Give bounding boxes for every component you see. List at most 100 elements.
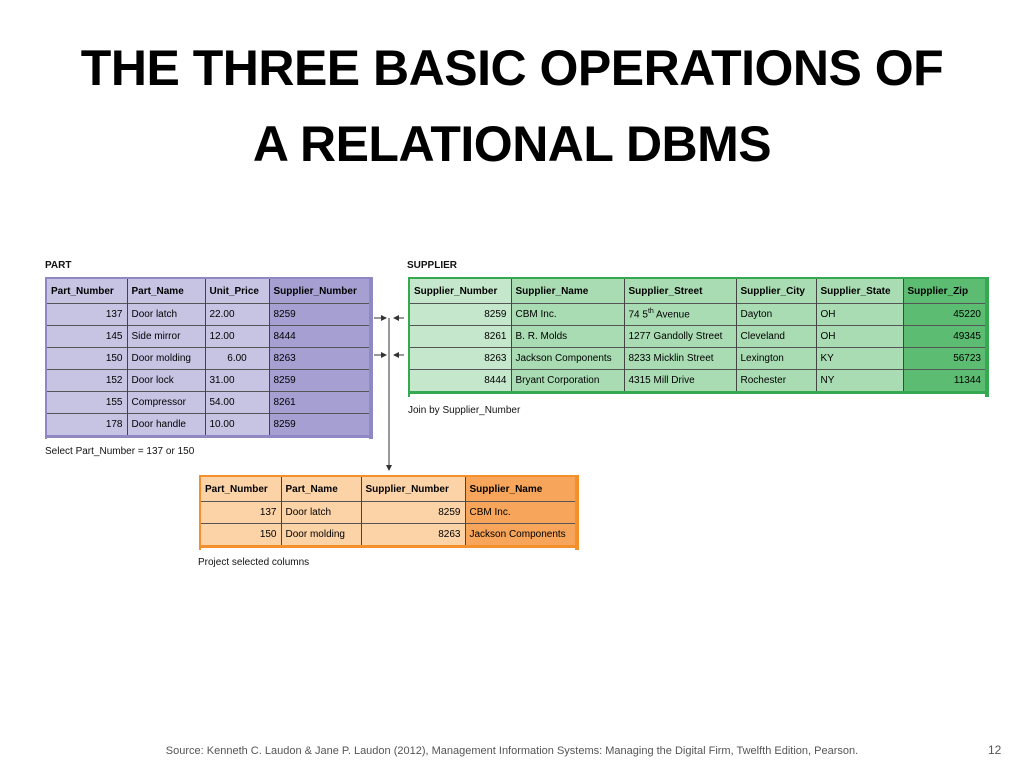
cell: Rochester (735, 369, 816, 391)
cell: CBM Inc. (464, 501, 575, 524)
project-note: Project selected columns (198, 557, 310, 568)
cell: 8233 Micklin Street (623, 347, 736, 370)
cell: Dayton (735, 303, 816, 326)
table-row: 8259 CBM Inc. 74 5th Avenue Dayton OH 45… (410, 303, 985, 326)
table-row: 8444 Bryant Corporation 4315 Mill Drive … (410, 369, 985, 391)
cell: B. R. Molds (510, 325, 624, 348)
cell: Bryant Corporation (510, 369, 624, 391)
cell: 8259 (268, 413, 369, 435)
cell: Door lock (126, 369, 205, 392)
superscript: th (647, 308, 654, 316)
cell: 150 (201, 523, 281, 545)
table-row: 8263 Jackson Components 8233 Micklin Str… (410, 347, 985, 370)
cell: 56723 (902, 347, 985, 370)
result-table-frame: Part_Number Part_Name Supplier_Number Su… (199, 475, 579, 550)
cell: 1277 Gandolly Street (623, 325, 736, 348)
supplier-header: Supplier_Number (410, 279, 511, 304)
result-header: Supplier_Number (360, 477, 465, 502)
result-header: Part_Number (201, 477, 281, 502)
supplier-table-frame: Supplier_Number Supplier_Name Supplier_S… (408, 277, 989, 397)
cell: 8444 (268, 325, 369, 348)
cell: 11344 (902, 369, 985, 391)
cell: 178 (47, 413, 127, 435)
cell: Cleveland (735, 325, 816, 348)
cell: 6.00 (204, 347, 269, 370)
cell: 8263 (410, 347, 511, 370)
cell: KY (815, 347, 903, 370)
cell: Door handle (126, 413, 205, 435)
cell: Door molding (280, 523, 361, 545)
cell: OH (815, 325, 903, 348)
cell: 31.00 (204, 369, 269, 392)
cell: 10.00 (204, 413, 269, 435)
table-row: 8261 B. R. Molds 1277 Gandolly Street Cl… (410, 325, 985, 348)
result-header-row: Part_Number Part_Name Supplier_Number Su… (201, 477, 575, 502)
select-note: Select Part_Number = 137 or 150 (45, 446, 195, 457)
part-table: Part_Number Part_Name Unit_Price Supplie… (47, 279, 369, 435)
part-header: Supplier_Number (268, 279, 369, 304)
cell: 74 5th Avenue (623, 303, 736, 326)
part-header-row: Part_Number Part_Name Unit_Price Supplie… (47, 279, 369, 304)
supplier-table: Supplier_Number Supplier_Name Supplier_S… (410, 279, 985, 391)
cell: 8261 (410, 325, 511, 348)
part-header: Part_Name (126, 279, 205, 304)
cell: Side mirror (126, 325, 205, 348)
cell: Jackson Components (510, 347, 624, 370)
cell: 49345 (902, 325, 985, 348)
cell: NY (815, 369, 903, 391)
cell: 8263 (360, 523, 465, 545)
supplier-header: Supplier_City (735, 279, 816, 304)
join-note: Join by Supplier_Number (408, 405, 521, 416)
cell: 8259 (360, 501, 465, 524)
cell: 145 (47, 325, 127, 348)
cell: OH (815, 303, 903, 326)
supplier-header: Supplier_Street (623, 279, 736, 304)
cell: Door molding (126, 347, 205, 370)
result-header: Supplier_Name (464, 477, 575, 502)
cell: 54.00 (204, 391, 269, 414)
part-header: Part_Number (47, 279, 127, 304)
cell: 4315 Mill Drive (623, 369, 736, 391)
cell: CBM Inc. (510, 303, 624, 326)
cell: 137 (201, 501, 281, 524)
cell-part: Avenue (653, 309, 690, 321)
page-number: 12 (988, 743, 1002, 757)
cell: 8259 (268, 303, 369, 326)
source-footer: Source: Kenneth C. Laudon & Jane P. Laud… (165, 745, 859, 757)
supplier-table-label: SUPPLIER (407, 260, 458, 271)
cell: 8259 (410, 303, 511, 326)
cell: 12.00 (204, 325, 269, 348)
cell: Door latch (280, 501, 361, 524)
cell: 150 (47, 347, 127, 370)
cell: 8263 (268, 347, 369, 370)
cell-part: 74 5 (628, 309, 648, 321)
cell: Lexington (735, 347, 816, 370)
supplier-header: Supplier_Name (510, 279, 624, 304)
supplier-header: Supplier_State (815, 279, 903, 304)
cell: 8261 (268, 391, 369, 414)
cell: 155 (47, 391, 127, 414)
cell: 8259 (268, 369, 369, 392)
cell: Jackson Components (464, 523, 575, 545)
cell: Compressor (126, 391, 205, 414)
part-table-frame: Part_Number Part_Name Unit_Price Supplie… (45, 277, 373, 439)
supplier-header: Supplier_Zip (902, 279, 985, 304)
cell: Door latch (126, 303, 205, 326)
supplier-header-row: Supplier_Number Supplier_Name Supplier_S… (410, 279, 985, 304)
title-line-1: THE THREE BASIC OPERATIONS OF (80, 40, 944, 96)
part-header: Unit_Price (204, 279, 269, 304)
cell: 22.00 (204, 303, 269, 326)
slide-title: THE THREE BASIC OPERATIONS OF A RELATION… (0, 30, 1024, 182)
part-table-label: PART (45, 260, 72, 271)
cell: 8444 (410, 369, 511, 391)
cell: 137 (47, 303, 127, 326)
cell: 152 (47, 369, 127, 392)
